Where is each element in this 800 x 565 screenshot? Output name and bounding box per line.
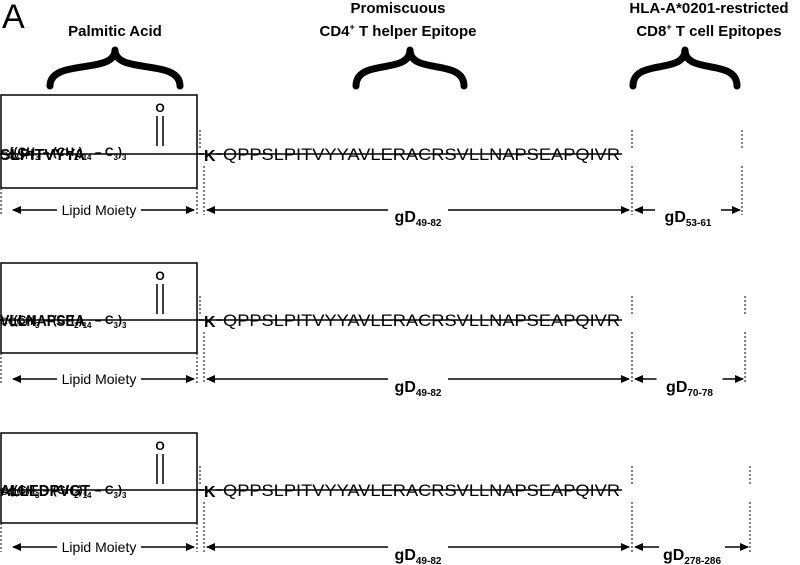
header-row: Palmitic Acid Promiscuous CD4+ T helper … [46, 0, 789, 90]
lipid-moiety-box [0, 94, 198, 189]
header-hla-restricted: HLA-A*0201-restricted [629, 0, 788, 17]
cooh-terminus: COOH [0, 150, 33, 162]
cd8-epitope-sequence: SLPITVYYA [0, 147, 85, 164]
cd8-epitope-sequence: ALLEDPVGT [0, 483, 90, 500]
lysine-residue: K [204, 314, 216, 331]
lysine-residue: K [204, 148, 216, 165]
cd8-fragment-label: gD53-61 [665, 209, 712, 229]
oxygen-atom: O [155, 101, 164, 115]
header-cd8-epitopes: CD8+ T cell Epitopes [636, 22, 781, 40]
brace-cd4 [352, 46, 468, 90]
helper-fragment-label: gD49-82 [395, 379, 442, 399]
helper-fragment-label: gD49-82 [395, 547, 442, 565]
header-promiscuous: Promiscuous [350, 0, 445, 17]
lipid-moiety-label: Lipid Moiety [62, 371, 137, 387]
header-cd4-epitope: CD4+ T helper Epitope [320, 22, 477, 40]
panel-letter: A [2, 0, 25, 36]
lipid-moiety-label: Lipid Moiety [62, 202, 137, 218]
panel-c: CO{(CH3 – (CH2)14 – C3)3KQPPSLPITVYYAVLE… [0, 432, 751, 565]
oxygen-atom: O [155, 269, 164, 283]
lipid-formula: {(CH3 – (CH2)14 – C3)3 [9, 145, 127, 162]
lysine-residue: K [204, 484, 216, 501]
cooh-terminus: COOH [0, 486, 33, 498]
helper-fragment-label: gD49-82 [395, 209, 442, 229]
cooh-terminus: COOH [0, 316, 33, 328]
header-palmitic-acid: Palmitic Acid [68, 23, 162, 40]
panel-b: BO{(CH3 – (CH2)14 – C3)3KQPPSLPITVYYAVLE… [0, 262, 746, 399]
lipid-moiety-label: Lipid Moiety [62, 539, 137, 555]
lipid-moiety-box [0, 262, 198, 354]
lipid-moiety-box [0, 432, 198, 524]
brace-cd8 [629, 46, 741, 90]
cd8-fragment-label: gD278-286 [663, 547, 721, 565]
cd8-fragment-label: gD70-78 [666, 379, 713, 399]
brace-lipid [46, 46, 184, 90]
cd8-epitope-sequence: VLLNAPSEA [0, 313, 85, 330]
oxygen-atom: O [155, 439, 164, 453]
